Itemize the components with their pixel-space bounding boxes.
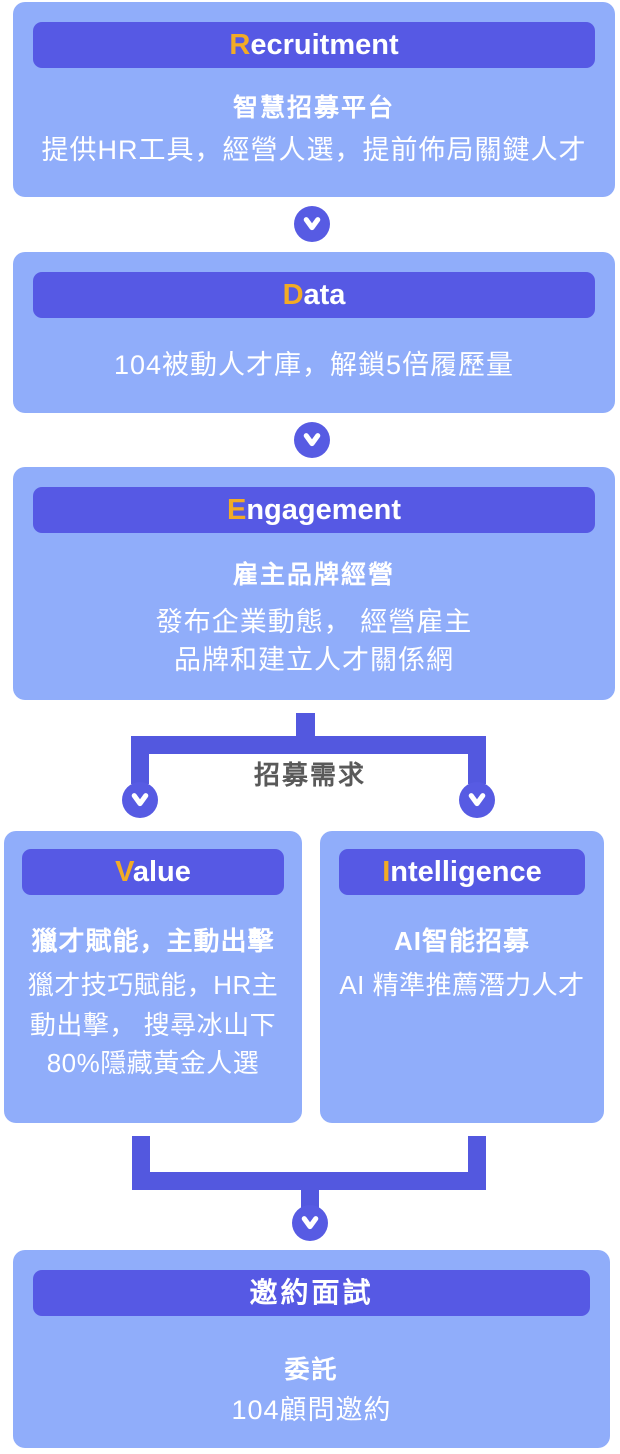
chevron-down-icon <box>292 1205 328 1241</box>
card-engagement: Engagement 雇主品牌經營 發布企業動態， 經營雇主 品牌和建立人才關係… <box>13 467 615 700</box>
chevron-down-glyph <box>131 793 149 807</box>
card-value-title: Value <box>22 849 284 895</box>
card-recruitment-line: 提供HR工具，經營人選，提前佈局關鍵人才 <box>41 135 587 165</box>
branch-stub-line <box>296 713 315 738</box>
card-recruitment: Recruitment 智慧招募平台 提供HR工具，經營人選，提前佈局關鍵人才 <box>13 2 615 197</box>
title-rest: ata <box>303 279 346 311</box>
title-rest: alue <box>132 856 191 888</box>
card-value-line: 80%隱藏黃金人選 <box>46 1048 260 1078</box>
card-data-line: 104被動人才庫，解鎖5倍履歷量 <box>113 350 515 380</box>
card-data-title: Data <box>33 272 595 318</box>
card-engagement-line: 發布企業動態， 經營雇主 <box>155 607 473 637</box>
card-intelligence-heading: AI智能招募 <box>393 926 530 956</box>
title-accent-letter: I <box>382 856 391 888</box>
chevron-down-icon <box>459 782 495 818</box>
title-accent-letter: D <box>282 279 304 311</box>
card-value: Value 獵才賦能，主動出擊 獵才技巧賦能，HR主 動出擊， 搜尋冰山下 80… <box>4 831 302 1123</box>
branch-left-drop-line <box>131 754 149 784</box>
merge-horizontal-line <box>132 1172 486 1190</box>
chevron-down-glyph <box>303 433 321 447</box>
card-engagement-heading: 雇主品牌經營 <box>232 561 395 589</box>
chevron-down-icon <box>122 782 158 818</box>
title-accent-letter: E <box>226 494 247 526</box>
card-intelligence: Intelligence AI智能招募 AI 精準推薦潛力人才 <box>320 831 604 1123</box>
chevron-down-glyph <box>303 217 321 231</box>
branch-horizontal-line <box>131 736 486 754</box>
card-engagement-line: 品牌和建立人才關係網 <box>174 645 454 675</box>
card-value-heading: 獵才賦能，主動出擊 <box>31 926 275 956</box>
title-accent-letter: R <box>229 29 251 61</box>
chevron-down-icon <box>294 206 330 242</box>
card-interview: 邀約面試 委託 104顧問邀約 <box>13 1250 610 1448</box>
card-interview-heading: 委託 <box>284 1356 339 1384</box>
title-rest: ecruitment <box>250 29 399 61</box>
card-recruitment-title: Recruitment <box>33 22 595 68</box>
branch-right-drop-line <box>468 754 486 784</box>
title-accent-letter: V <box>115 856 133 888</box>
card-intelligence-line: AI 精準推薦潛力人才 <box>339 970 585 1000</box>
card-engagement-title: Engagement <box>33 487 595 533</box>
title-rest: ngagement <box>246 494 402 526</box>
card-value-line: 獵才技巧賦能，HR主 <box>27 970 279 1000</box>
chevron-down-glyph <box>468 793 486 807</box>
chevron-down-icon <box>294 422 330 458</box>
chevron-down-glyph <box>301 1216 319 1230</box>
card-data: Data 104被動人才庫，解鎖5倍履歷量 <box>13 252 615 413</box>
card-recruitment-heading: 智慧招募平台 <box>232 94 395 122</box>
card-interview-title: 邀約面試 <box>33 1270 590 1316</box>
card-interview-line: 104顧問邀約 <box>231 1395 392 1425</box>
branch-label: 招募需求 <box>253 760 366 790</box>
card-intelligence-title: Intelligence <box>339 849 585 895</box>
card-value-line: 動出擊， 搜尋冰山下 <box>29 1010 277 1040</box>
title-rest: ntelligence <box>390 856 542 888</box>
